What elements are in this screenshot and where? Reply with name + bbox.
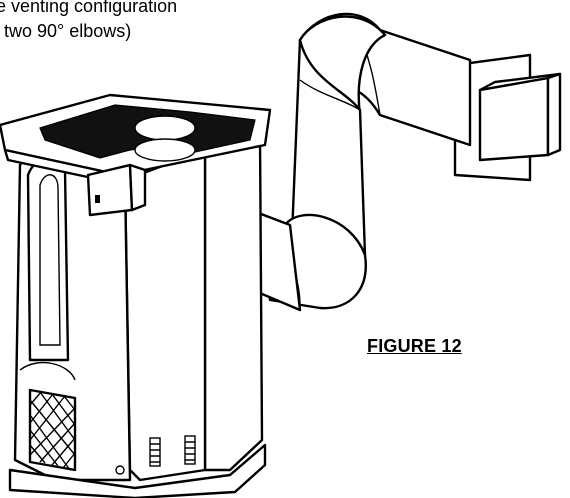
control-box — [86, 163, 147, 217]
vent-grilles — [149, 435, 196, 467]
vertical-pipe — [290, 38, 367, 257]
figure-label: FIGURE 12 — [367, 336, 462, 356]
caption-line-2: two 90° elbows) — [4, 21, 132, 41]
wall-termination — [453, 53, 562, 182]
caption-line-1: e venting configuration — [0, 0, 178, 16]
top-grill — [39, 104, 256, 162]
pellet-stove — [0, 93, 272, 498]
